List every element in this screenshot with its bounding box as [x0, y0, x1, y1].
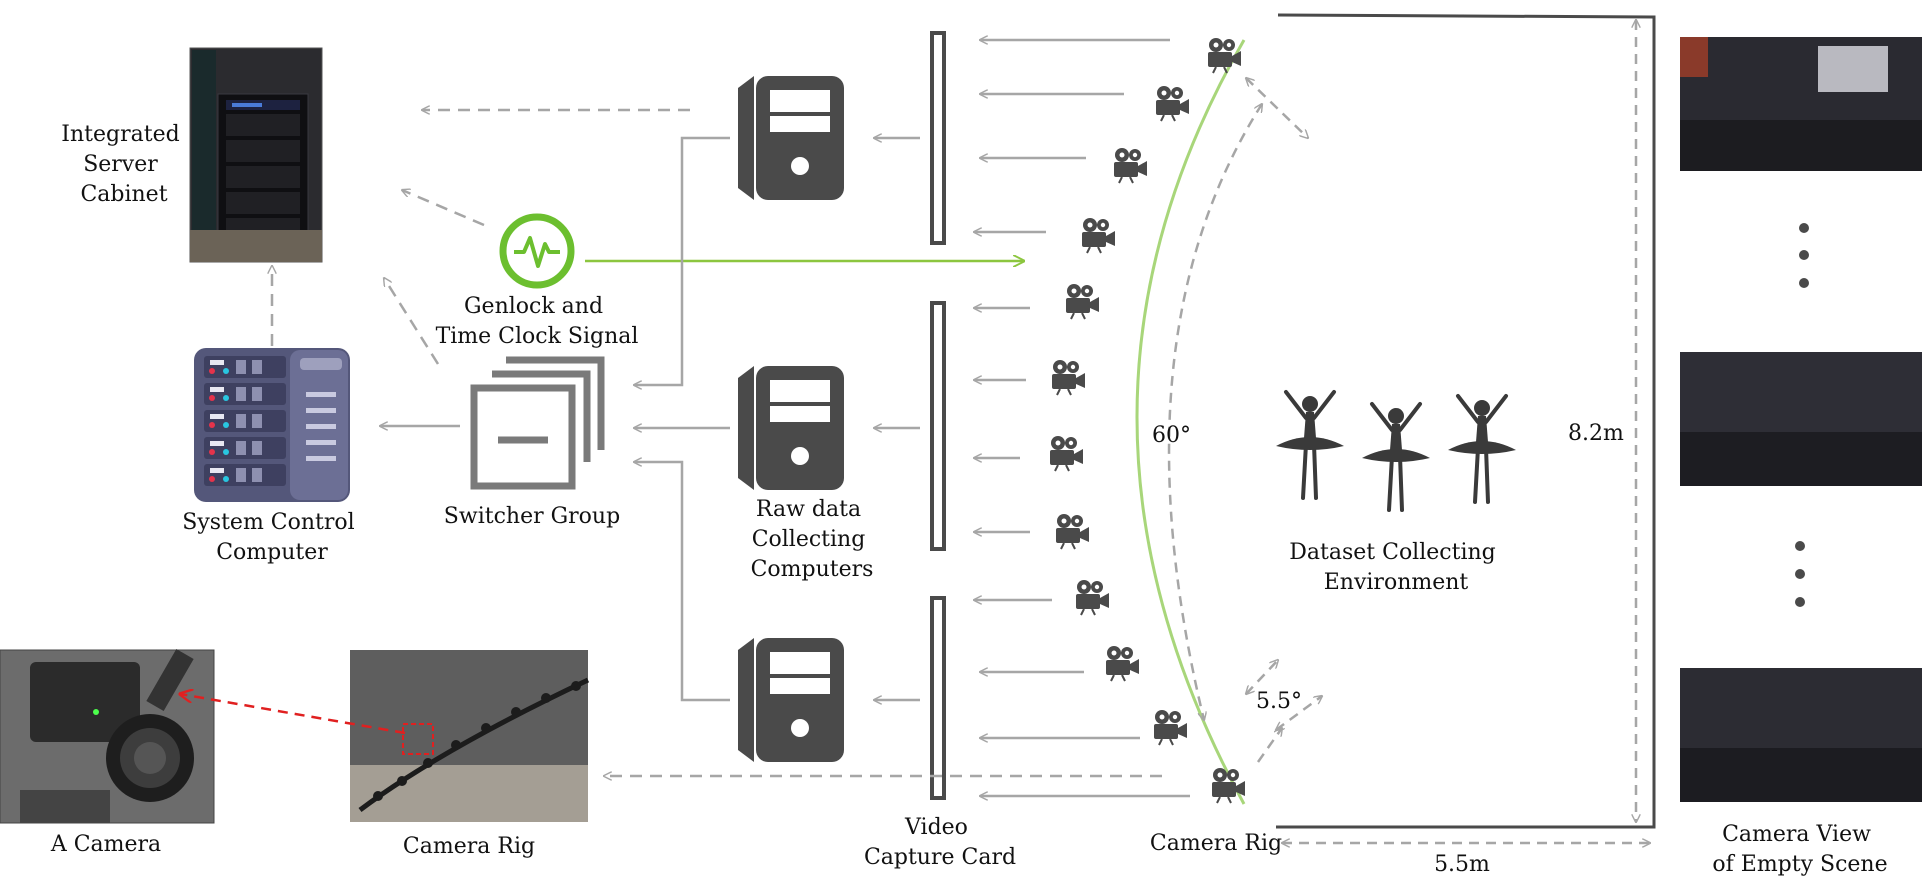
label-server-cabinet: Integrated Server Cabinet	[61, 122, 186, 207]
label-dim-height: 8.2m	[1568, 421, 1624, 446]
a-camera-photo	[0, 649, 215, 824]
movie-camera-icon	[1155, 85, 1190, 122]
movie-camera-icon	[1153, 709, 1188, 746]
label-angle-60: 60°	[1152, 423, 1191, 448]
signal-pulse-icon	[499, 213, 575, 289]
stacked-windows-icon	[470, 356, 605, 490]
data-flow-arrows	[272, 40, 1190, 796]
dancers-silhouette	[1274, 390, 1518, 512]
desktop-computer-icon	[738, 366, 844, 490]
ellipsis-dots	[1795, 223, 1809, 607]
label-camera-rig: Camera Rig	[1150, 831, 1282, 856]
server-cabinet-photo	[189, 47, 323, 263]
capture-card	[930, 301, 946, 551]
label-switcher-group: Switcher Group	[444, 504, 620, 529]
label-angle-5-5: 5.5°	[1256, 689, 1302, 714]
label-dim-width: 5.5m	[1434, 852, 1490, 877]
movie-camera-icon	[1065, 283, 1100, 320]
server-icon	[194, 348, 350, 502]
angle-markers	[1167, 78, 1322, 763]
movie-camera-icon	[1075, 579, 1110, 616]
camera-rig-arc	[1135, 39, 1246, 805]
movie-camera-icon	[1049, 435, 1084, 472]
camera-view-photo	[1680, 668, 1922, 802]
camera-rig-photo	[350, 650, 590, 822]
label-raw-data: Raw data Collecting Computers	[751, 497, 874, 582]
movie-camera-icon	[1207, 37, 1242, 74]
movie-camera-icon	[1081, 217, 1116, 254]
camera-view-photo	[1680, 352, 1922, 486]
label-system-control: System Control Computer	[182, 510, 361, 565]
capture-card	[930, 596, 946, 800]
movie-camera-icon	[1051, 359, 1086, 396]
camera-icons	[1049, 37, 1246, 804]
movie-camera-icon	[1055, 513, 1090, 550]
capture-card	[930, 31, 946, 245]
label-camera-rig-photo: Camera Rig	[403, 834, 535, 859]
camera-detail-arrow	[180, 694, 406, 735]
desktop-computer-icon	[738, 638, 844, 762]
label-dataset-env: Dataset Collecting Environment	[1289, 540, 1502, 595]
desktop-computer-icon	[738, 76, 844, 200]
dimension-arrows	[1282, 20, 1650, 843]
label-video-capture: Video Capture Card	[864, 815, 1016, 870]
movie-camera-icon	[1105, 645, 1140, 682]
label-a-camera: A Camera	[50, 832, 161, 857]
movie-camera-icon	[1113, 147, 1148, 184]
label-camera-view: Camera View of Empty Scene	[1712, 822, 1887, 877]
label-genlock: Genlock and Time Clock Signal	[436, 294, 639, 349]
room-outline	[1276, 13, 1656, 829]
camera-view-photo	[1680, 37, 1922, 171]
